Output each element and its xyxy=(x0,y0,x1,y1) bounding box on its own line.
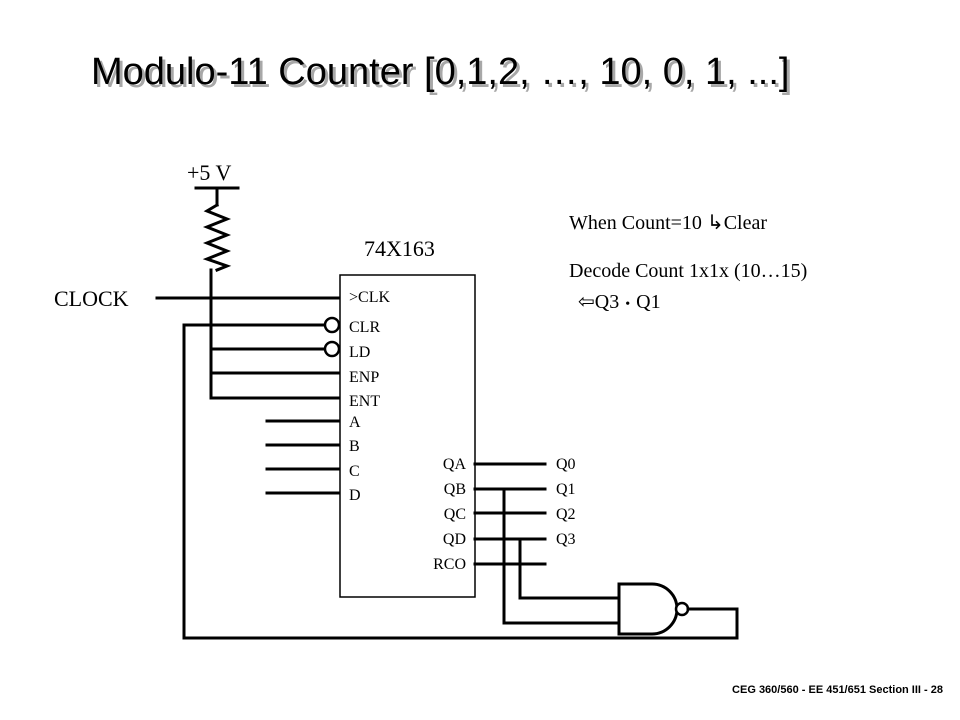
note-term-q1: Q1 xyxy=(636,291,660,313)
feedback-wiring xyxy=(182,323,739,640)
note-clear-text: When Count=10 xyxy=(569,212,707,234)
pin-enp: ENP xyxy=(349,369,379,386)
pin-qd: QD xyxy=(443,531,466,548)
label-q2: Q2 xyxy=(556,506,576,523)
pin-clr: CLR xyxy=(349,319,380,336)
output-wires xyxy=(473,462,547,566)
pin-c: C xyxy=(349,463,360,480)
pin-a: A xyxy=(349,414,361,431)
chip-output-labels: QA QB QC QD RCO xyxy=(433,456,466,573)
inversion-bubble-icon xyxy=(323,316,341,334)
data-input-wires xyxy=(265,419,342,495)
pin-qa: QA xyxy=(443,456,467,473)
q-labels: Q0 Q1 Q2 Q3 xyxy=(556,456,576,548)
left-arrow-icon: ⇦ xyxy=(578,291,595,313)
and-dot-icon: • xyxy=(625,297,630,312)
implies-arrow-icon: ↳ xyxy=(707,212,724,234)
note-clear-result: Clear xyxy=(724,212,768,234)
chip-name: 74X163 xyxy=(364,236,435,261)
note-decode: Decode Count 1x1x (10…15) xyxy=(569,260,807,282)
slide-title-text: Modulo-11 Counter [0,1,2, …, 10, 0, 1, .… xyxy=(91,51,789,93)
pin-clk: >CLK xyxy=(349,289,390,306)
slide-title-shadow: Modulo-11 Counter [0,1,2, …, 10, 0, 1, .… xyxy=(94,54,792,96)
resistor-icon xyxy=(194,186,240,272)
chip-input-labels: >CLK CLR LD ENP ENT A B C D xyxy=(349,289,390,504)
counter-chip xyxy=(339,274,476,598)
note-decode-expression: ⇦Q3 • Q1 xyxy=(578,291,661,313)
pin-ld: LD xyxy=(349,344,370,361)
notes: When Count=10 ↳Clear Decode Count 1x1x (… xyxy=(569,212,807,313)
slide-title: Modulo-11 Counter [0,1,2, …, 10, 0, 1, .… xyxy=(91,51,792,96)
nand-gate-icon xyxy=(617,582,690,636)
pin-b: B xyxy=(349,438,360,455)
pin-d: D xyxy=(349,487,361,504)
label-q0: Q0 xyxy=(556,456,576,473)
clock-label: CLOCK xyxy=(54,286,129,311)
decode-wiring xyxy=(502,487,621,625)
pin-qb: QB xyxy=(444,481,466,498)
pullup-wiring xyxy=(209,268,342,400)
slide-footer: CEG 360/560 - EE 451/651 Section III - 2… xyxy=(732,684,943,696)
note-clear-condition: When Count=10 ↳Clear xyxy=(569,212,767,234)
note-term-q3: Q3 xyxy=(595,291,619,313)
pin-rco: RCO xyxy=(433,556,466,573)
label-q3: Q3 xyxy=(556,531,576,548)
label-q1: Q1 xyxy=(556,481,576,498)
supply-label: +5 V xyxy=(187,160,232,185)
pin-qc: QC xyxy=(444,506,466,523)
pin-ent: ENT xyxy=(349,393,380,410)
inversion-bubble-icon xyxy=(323,340,341,358)
